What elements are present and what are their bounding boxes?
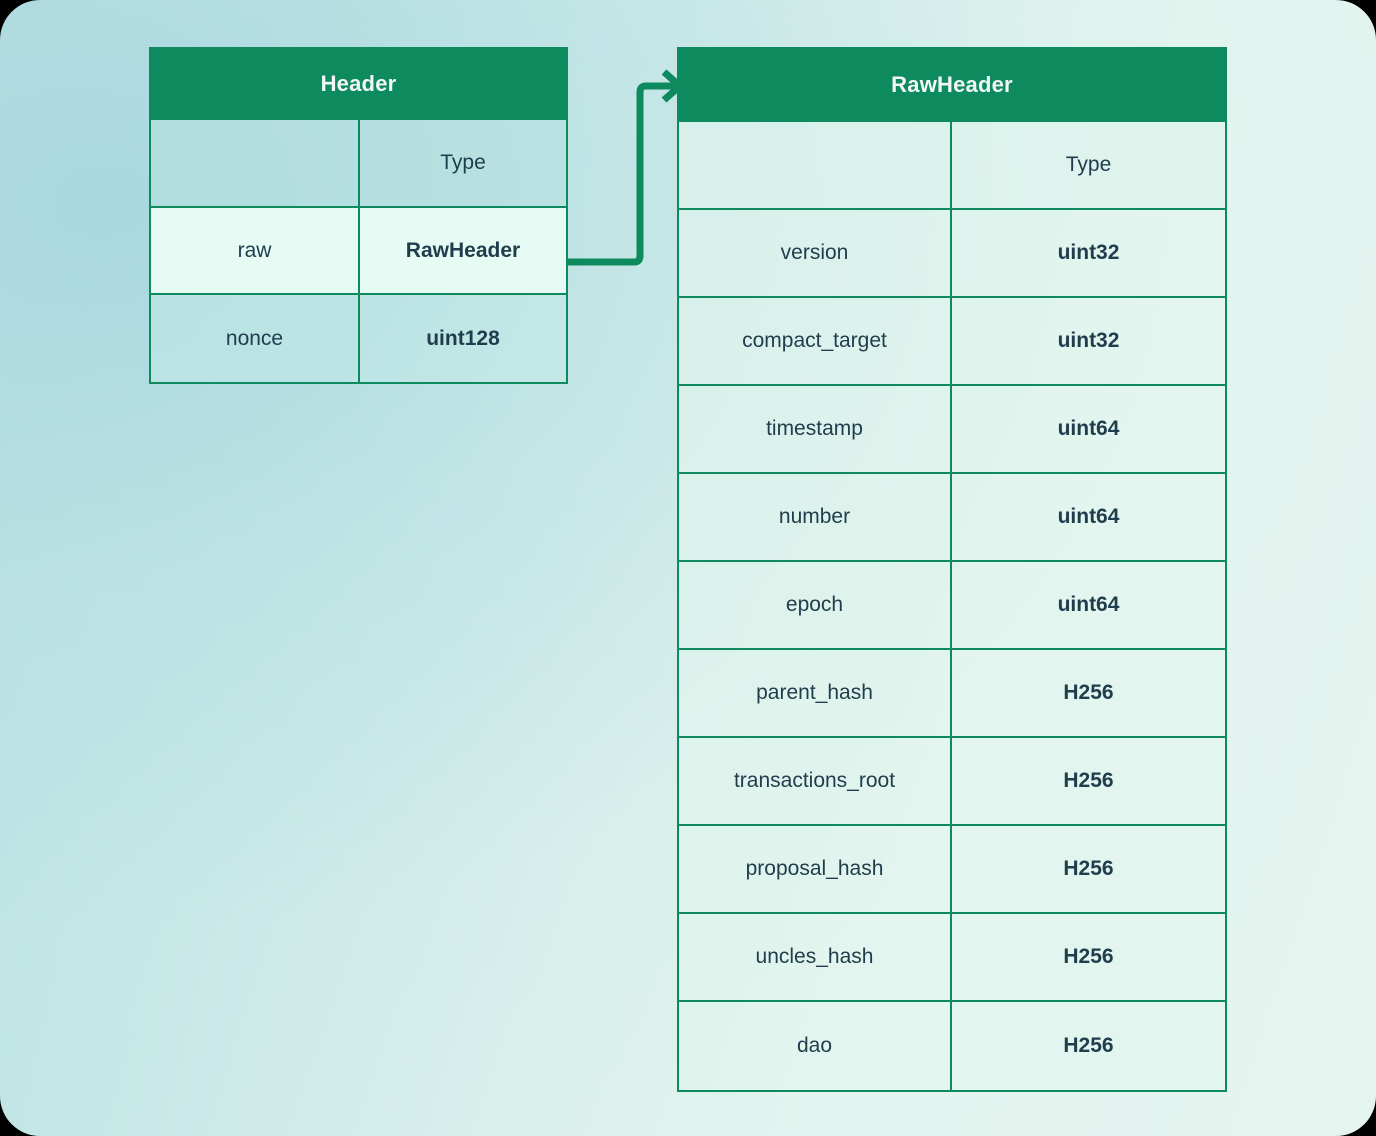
field-type: H256 (1063, 857, 1114, 880)
field-type: uint32 (1057, 241, 1120, 264)
table-title-rawheader: RawHeader (677, 47, 1227, 122)
relationship-arrow (567, 69, 686, 266)
field-type: H256 (1063, 1034, 1114, 1057)
table-title-header: Header (149, 47, 568, 120)
table-row[interactable]: nonce uint128 (151, 295, 566, 382)
column-header-name (679, 122, 952, 208)
table-body-rawheader: Type version uint32 compact_target uint3… (677, 122, 1227, 1092)
column-header-row: Type (151, 120, 566, 208)
table-row[interactable]: parent_hash H256 (679, 650, 1225, 738)
column-header-type: Type (1065, 153, 1112, 176)
entity-table-header: Header Type raw RawHeader nonce uint128 (149, 47, 568, 384)
field-type: H256 (1063, 681, 1114, 704)
table-row[interactable]: version uint32 (679, 210, 1225, 298)
table-row[interactable]: uncles_hash H256 (679, 914, 1225, 1002)
column-header-name (151, 120, 360, 206)
table-row[interactable]: dao H256 (679, 1002, 1225, 1090)
entity-table-rawheader: RawHeader Type version uint32 compact_ta… (677, 47, 1227, 1092)
field-name: dao (679, 1002, 952, 1090)
field-name: version (679, 210, 952, 296)
table-row[interactable]: number uint64 (679, 474, 1225, 562)
field-name: uncles_hash (679, 914, 952, 1000)
field-name: compact_target (679, 298, 952, 384)
table-row[interactable]: epoch uint64 (679, 562, 1225, 650)
table-row[interactable]: transactions_root H256 (679, 738, 1225, 826)
field-type: uint32 (1057, 329, 1120, 352)
field-name: epoch (679, 562, 952, 648)
field-type: RawHeader (405, 238, 521, 262)
field-name: raw (151, 208, 360, 293)
field-type: H256 (1063, 769, 1114, 792)
field-name: parent_hash (679, 650, 952, 736)
field-name: proposal_hash (679, 826, 952, 912)
field-type: uint64 (1057, 593, 1120, 616)
field-type: uint128 (426, 326, 500, 350)
table-row[interactable]: proposal_hash H256 (679, 826, 1225, 914)
column-header-type: Type (440, 151, 486, 174)
field-name: number (679, 474, 952, 560)
field-name: nonce (151, 295, 360, 382)
field-type: uint64 (1057, 417, 1120, 440)
field-type: uint64 (1057, 505, 1120, 528)
table-row[interactable]: compact_target uint32 (679, 298, 1225, 386)
field-name: timestamp (679, 386, 952, 472)
table-row[interactable]: raw RawHeader (151, 208, 566, 295)
field-type: H256 (1063, 945, 1114, 968)
column-header-row: Type (679, 122, 1225, 210)
table-body-header: Type raw RawHeader nonce uint128 (149, 120, 568, 384)
table-row[interactable]: timestamp uint64 (679, 386, 1225, 474)
field-name: transactions_root (679, 738, 952, 824)
